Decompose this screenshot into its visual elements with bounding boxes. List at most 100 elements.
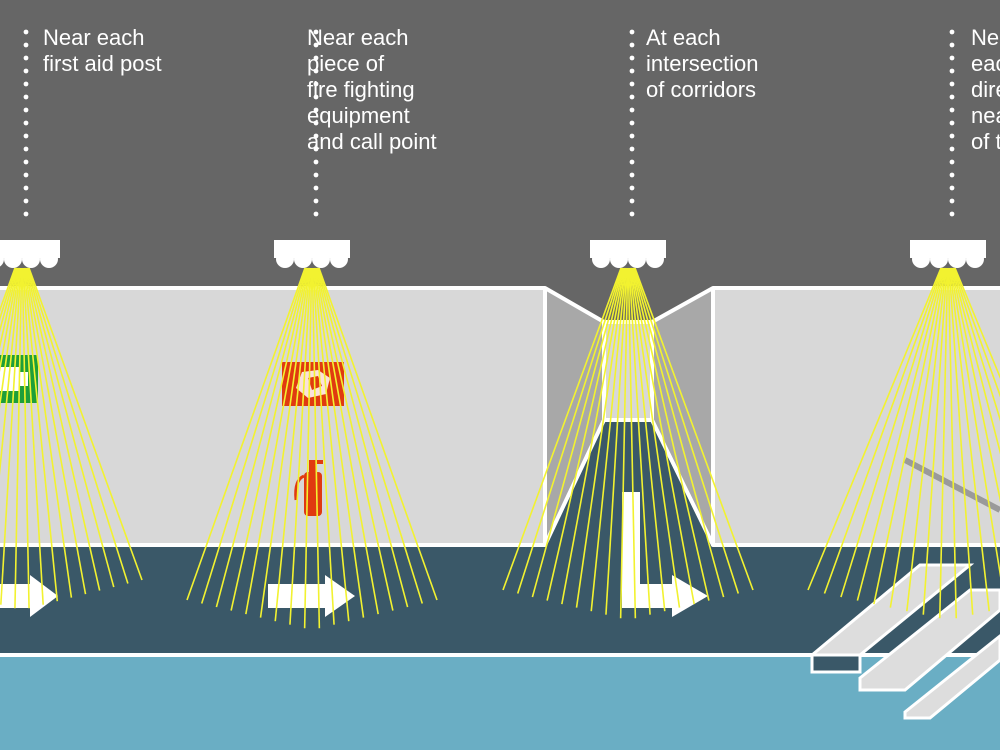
light-ray (633, 267, 740, 594)
leader-dot (629, 172, 635, 178)
light-ray (274, 267, 311, 622)
leader-dot (949, 42, 955, 48)
leader-dot (313, 55, 319, 61)
leader-dot (313, 146, 319, 152)
light-ray (23, 267, 59, 602)
light-ray (313, 267, 350, 622)
leader-dot (23, 120, 29, 126)
light-ray (25, 267, 101, 591)
emergency-light-fixtures (0, 240, 986, 268)
light-ray (922, 267, 948, 615)
leader-dot (629, 94, 635, 100)
leader-dot (949, 159, 955, 165)
corridor-floor (0, 420, 1000, 655)
light-ray (906, 267, 947, 612)
leader-dot (23, 94, 29, 100)
leader-dot (313, 68, 319, 74)
leader-dot (23, 81, 29, 87)
wall-outlines (0, 286, 1000, 657)
light-fire-equipment-beam (186, 267, 438, 629)
leader-dot (949, 211, 955, 217)
leader-dot (629, 198, 635, 204)
light-ray (823, 267, 943, 594)
leader-dot (949, 94, 955, 100)
leader-dot (949, 198, 955, 204)
light-ray (0, 267, 18, 333)
leader-dot (23, 146, 29, 152)
light-ray (951, 267, 1000, 455)
wall-left (0, 288, 545, 545)
light-ray (807, 267, 942, 591)
light-ray (314, 267, 379, 615)
light-ray (952, 267, 1000, 422)
leader-dot (313, 133, 319, 139)
light-ray (575, 267, 626, 608)
leader-dot (949, 81, 955, 87)
leader-dot (629, 42, 635, 48)
light-ray (312, 267, 335, 625)
leader-dot (629, 146, 635, 152)
light-ray (954, 267, 1000, 380)
light-ray (856, 267, 945, 601)
leader-dot (313, 211, 319, 217)
light-intersection-beam (502, 267, 754, 619)
light-ray (619, 267, 629, 619)
light-ray (630, 267, 695, 605)
leader-dot (949, 172, 955, 178)
light-ray (289, 267, 312, 625)
light-ray (629, 267, 666, 612)
leader-dot (949, 29, 955, 35)
light-direction-beam (807, 267, 1000, 619)
light-ray (27, 267, 129, 584)
light-ray (0, 267, 20, 410)
light-ray (949, 267, 990, 612)
leader-dot (313, 107, 319, 113)
leader-dot (313, 29, 319, 35)
stairs-icon (807, 457, 1000, 720)
leader-dot (313, 120, 319, 126)
light-first-aid-beam (0, 267, 143, 609)
light-ray (947, 267, 958, 619)
leader-dot (313, 172, 319, 178)
light-ray (627, 267, 637, 619)
light-ray (590, 267, 627, 612)
leader-dot (629, 159, 635, 165)
light-ray (630, 267, 681, 608)
leader-dot (23, 29, 29, 35)
emergency-light-icon (910, 240, 986, 268)
light-ray (950, 267, 1000, 578)
leader-dot (313, 198, 319, 204)
light-ray (628, 267, 651, 615)
light-ray (21, 267, 30, 609)
light-ray (0, 267, 21, 476)
leader-dot (949, 55, 955, 61)
light-ray (215, 267, 308, 608)
light-ray (0, 267, 19, 349)
dotted-leader-lines (23, 29, 955, 217)
placement-label-first-aid: Near each first aid post (43, 25, 162, 76)
leader-dot (23, 198, 29, 204)
light-ray (28, 267, 143, 581)
leader-dot (949, 107, 955, 113)
light-ray (14, 267, 23, 609)
light-ray (186, 267, 306, 601)
leader-dot (23, 133, 29, 139)
leader-dot (949, 146, 955, 152)
light-ray (516, 267, 623, 594)
light-ray (605, 267, 628, 615)
light-ray (315, 267, 394, 611)
leader-dot (949, 185, 955, 191)
light-ray (230, 267, 309, 611)
leader-dot (629, 107, 635, 113)
light-ray (632, 267, 725, 598)
leader-dot (629, 133, 635, 139)
leader-dot (23, 42, 29, 48)
light-ray (502, 267, 622, 591)
leader-dot (23, 55, 29, 61)
leader-dot (313, 81, 319, 87)
light-ray (303, 267, 313, 629)
light-ray (948, 267, 974, 615)
turn-arrow-icon (622, 492, 708, 617)
placement-label-direction-change: Near each direction near of the (971, 25, 1000, 154)
leader-dot (313, 94, 319, 100)
